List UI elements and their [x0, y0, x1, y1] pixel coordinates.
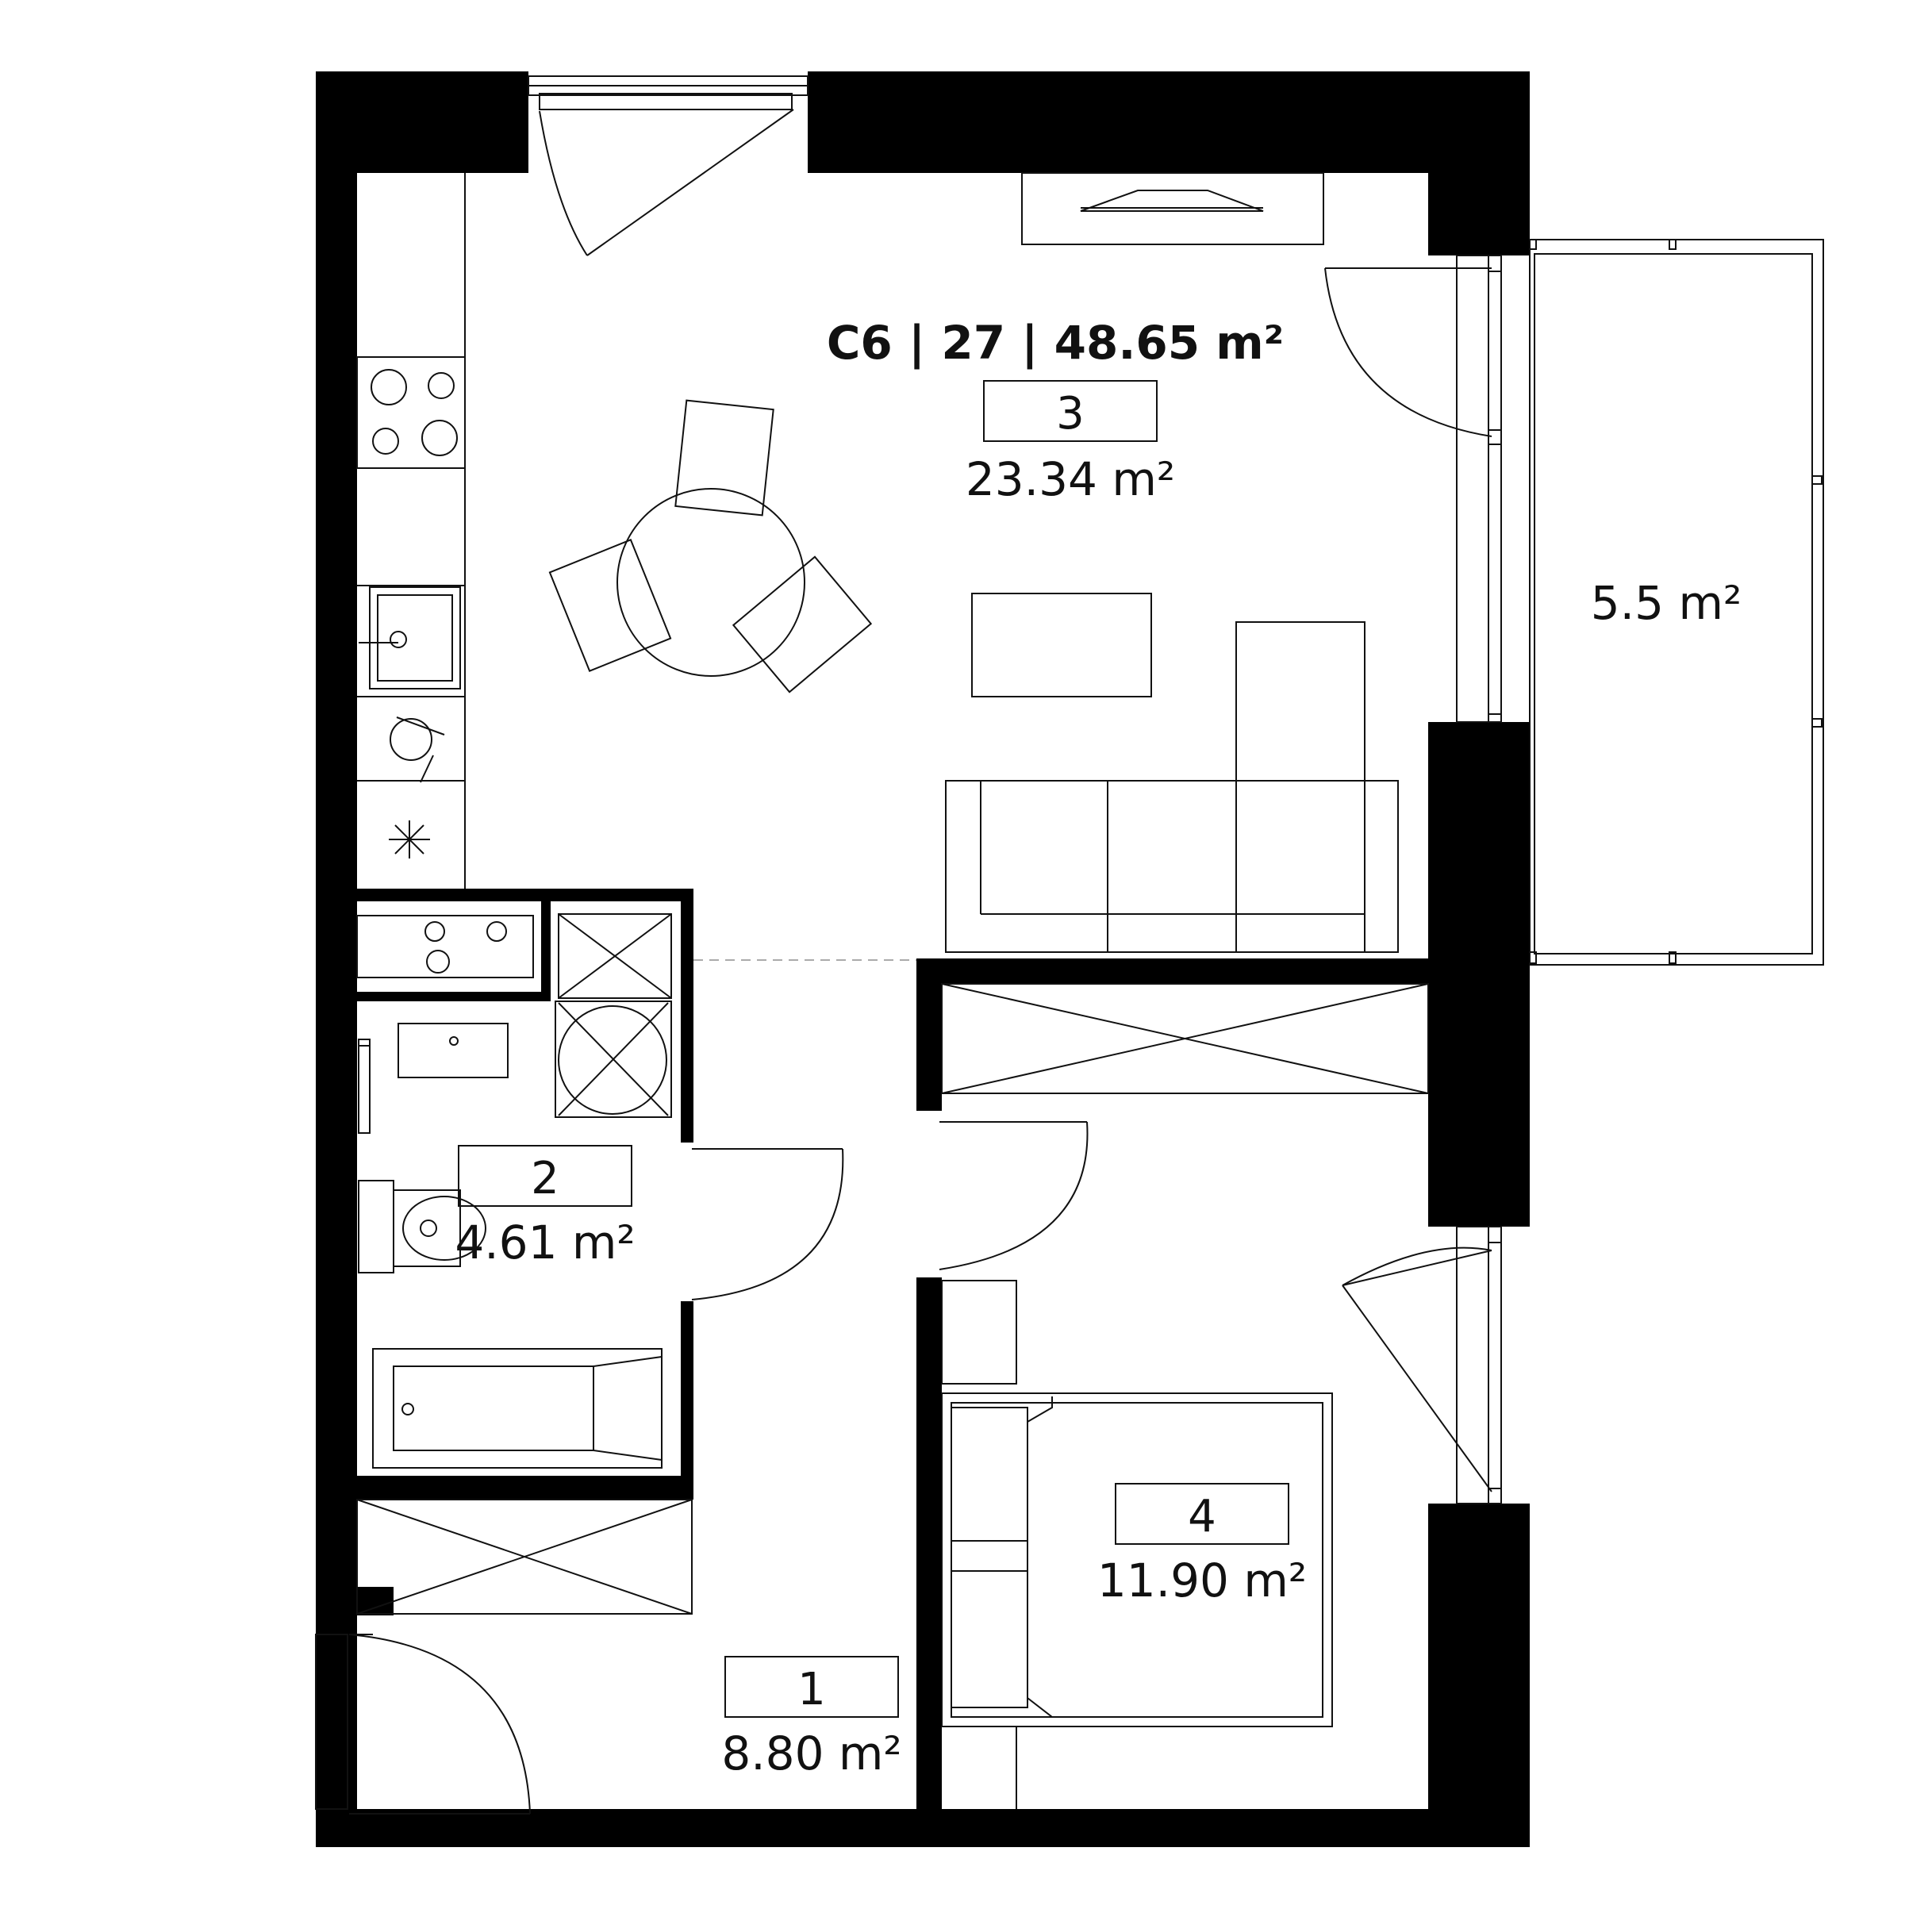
wardrobes	[356, 983, 1429, 1615]
room-label-1: 1 8.80 m²	[721, 1656, 902, 1780]
apartment-header: C6 | 27 | 48.65 m²	[827, 316, 1284, 370]
room-area-3: 23.34 m²	[966, 452, 1175, 506]
room-area-4: 11.90 m²	[1097, 1554, 1307, 1607]
bedroom-furniture	[941, 1280, 1333, 1809]
room-number-4: 4	[1188, 1491, 1216, 1542]
dining-set	[548, 399, 873, 693]
balcony-area: 5.5 m²	[1591, 576, 1742, 630]
windows	[315, 75, 1502, 1810]
balcony	[1529, 239, 1824, 966]
walls	[316, 71, 1530, 1847]
room-number-1: 1	[797, 1664, 826, 1715]
room-number-2: 2	[531, 1153, 559, 1204]
bathroom-fixtures	[356, 913, 672, 1469]
room-label-2: 2 4.61 m²	[455, 1145, 636, 1269]
room-number-3: 3	[1056, 388, 1085, 440]
doors	[348, 109, 1492, 1815]
room-label-4: 4 11.90 m²	[1097, 1483, 1307, 1607]
living-furniture	[945, 593, 1399, 953]
room-area-2: 4.61 m²	[455, 1216, 635, 1269]
room-label-3: 3 23.34 m²	[966, 380, 1175, 506]
kitchen-counter	[356, 172, 1324, 889]
room-area-1: 8.80 m²	[721, 1727, 901, 1780]
